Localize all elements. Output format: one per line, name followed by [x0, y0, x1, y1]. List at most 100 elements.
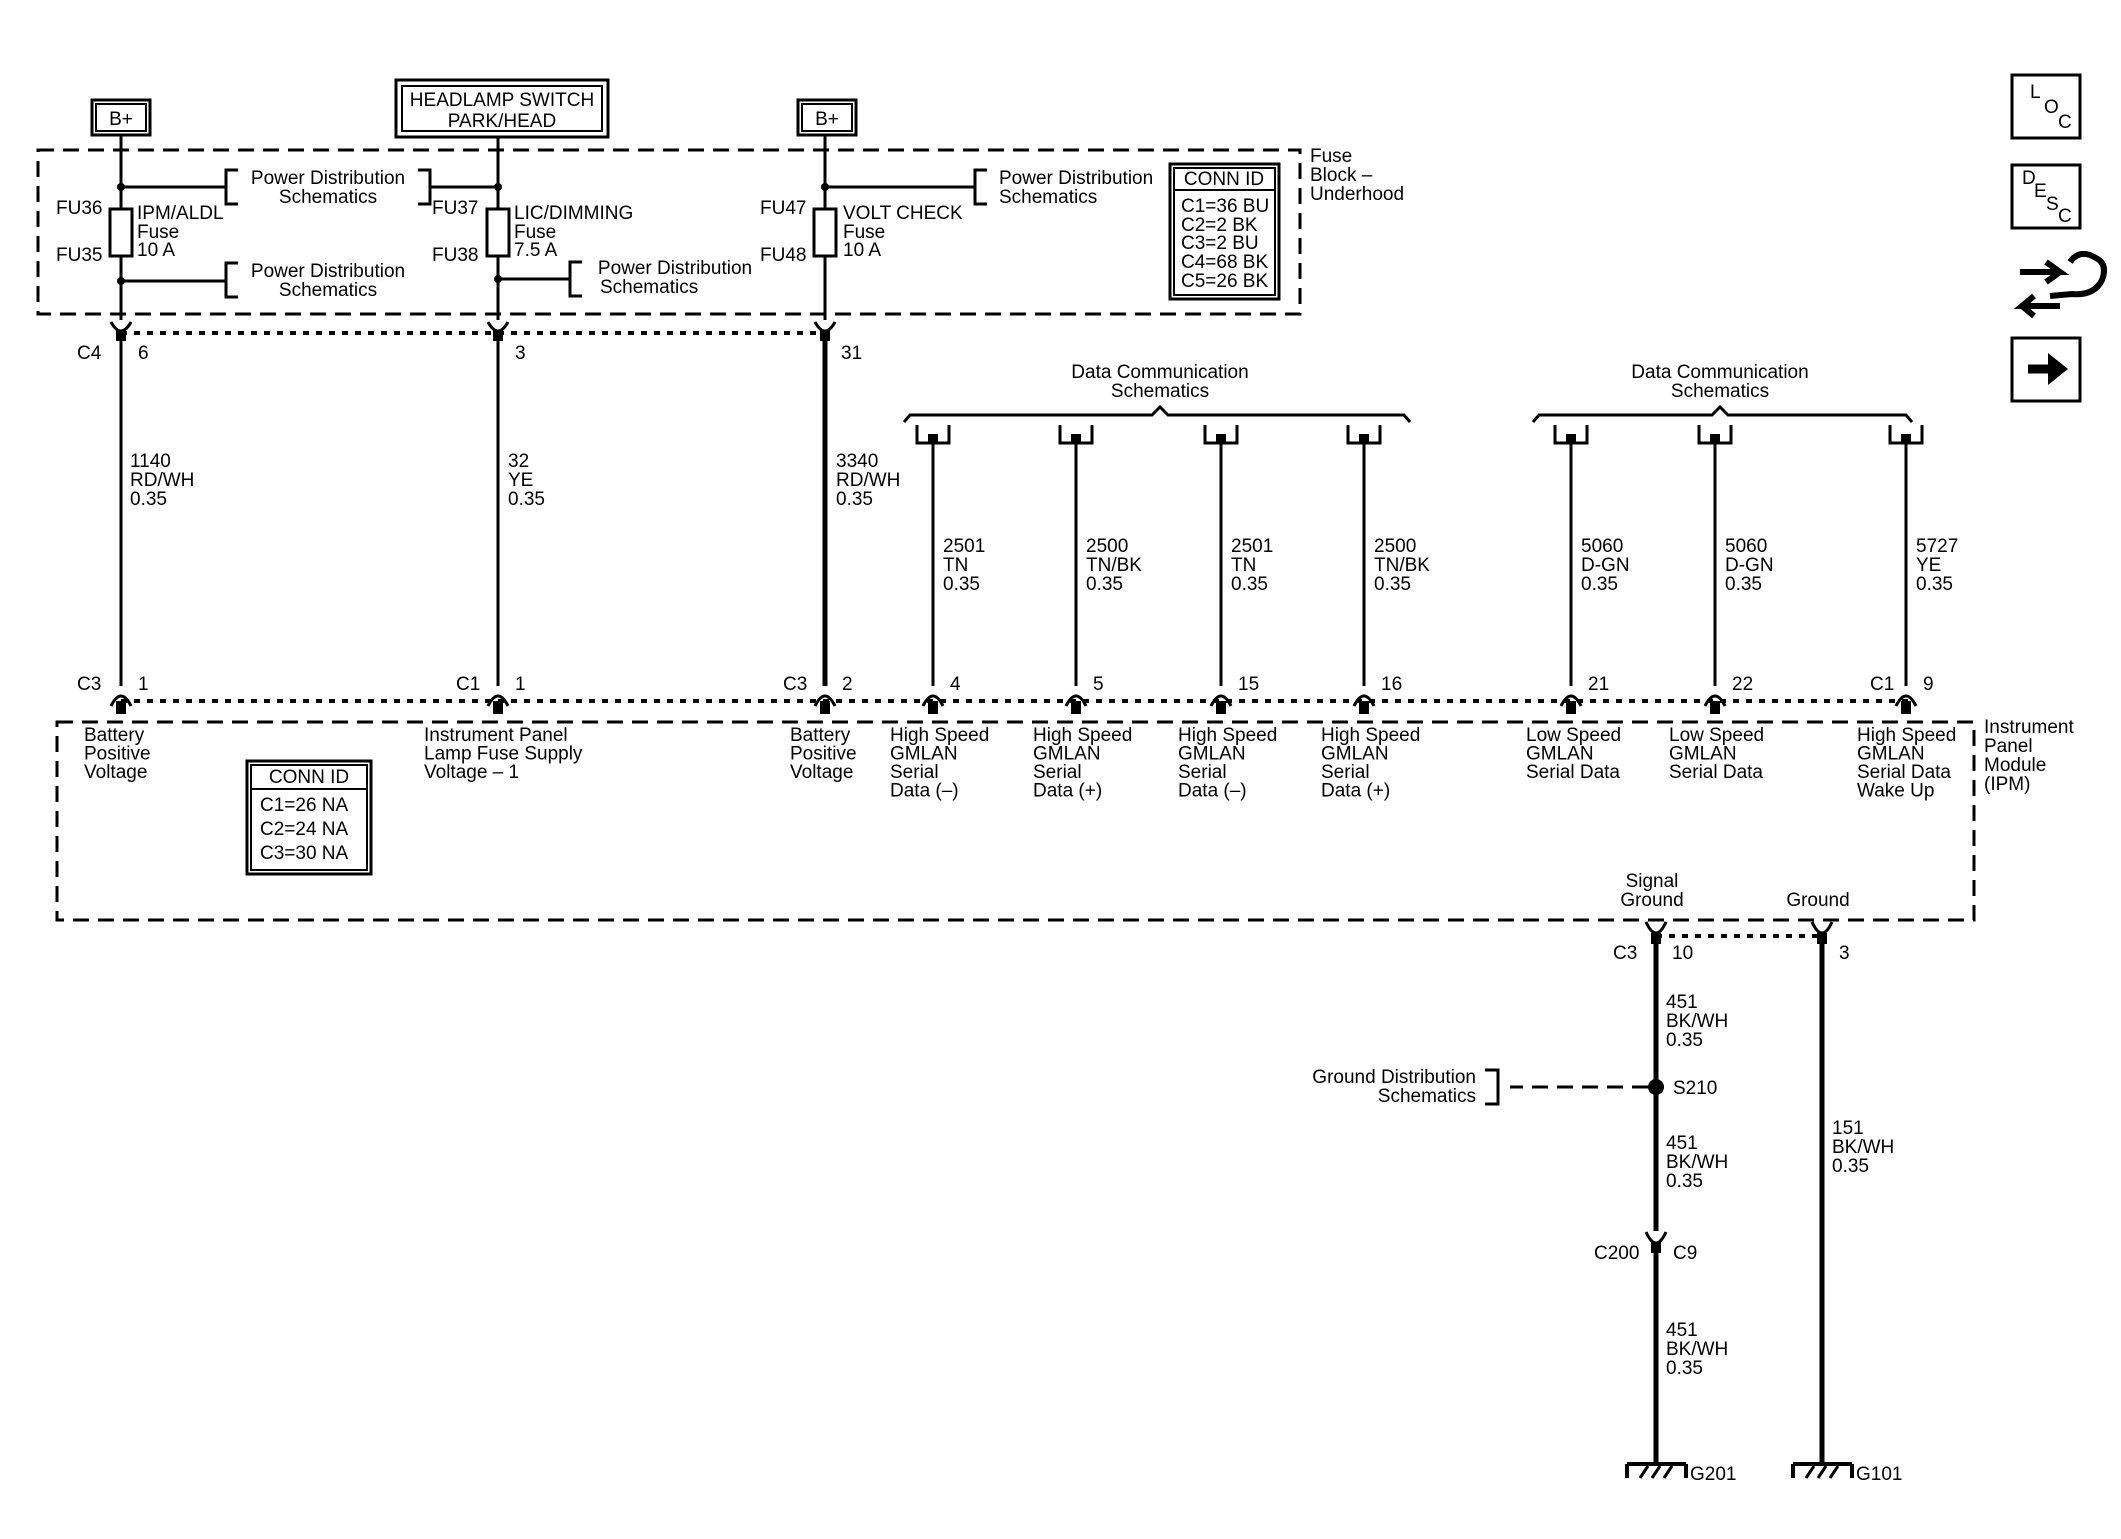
inline-c200-label: C200	[1594, 1243, 1639, 1264]
ipm-function-4-line2: GMLAN	[890, 744, 958, 765]
wire-451b-color: BK/WH	[1666, 1152, 1728, 1173]
data-comm-left-line1: Data Communication	[1071, 362, 1248, 383]
data-comm-ref-left[interactable]: Data Communication Schematics	[902, 362, 1412, 423]
fuse-block-conn-c5: C5=26 BK	[1181, 271, 1268, 292]
ipm-function-6-line2: GMLAN	[1178, 744, 1246, 765]
ipm-function-5-line4: Data (+)	[1033, 781, 1102, 802]
pdist-ref-5-line2: Schematics	[999, 187, 1097, 208]
ground-g201: G201	[1625, 1462, 1736, 1485]
headlamp-switch-box: HEADLAMP SWITCH PARK/HEAD	[394, 78, 610, 139]
data-wire-3-circuit: 2501	[1231, 536, 1273, 557]
data-wire-2-circuit: 2500	[1086, 536, 1128, 557]
ipm-connector-labels: C3 C1 C3 C1	[77, 674, 1894, 695]
headlamp-switch-line2: PARK/HEAD	[448, 111, 556, 132]
fuse-circuit-volt-check: FU47 FU48 VOLT CHECK Fuse 10 A	[760, 135, 975, 320]
wire-451c-gauge: 0.35	[1666, 1358, 1703, 1379]
ipm-conn-c3: C3=30 NA	[260, 843, 349, 864]
ipm-pin-number-2: 1	[515, 674, 526, 695]
data-comm-right-line2: Schematics	[1671, 381, 1769, 402]
pdist-ref-5[interactable]: Power Distribution Schematics	[973, 168, 1153, 208]
next-page-button[interactable]	[2010, 336, 2082, 403]
data-comm-ref-right[interactable]: Data Communication Schematics	[1531, 362, 1914, 423]
pdist-ref-4[interactable]: Power Distribution Schematics	[568, 258, 752, 298]
data-wires: 2501TN0.352500TN/BK0.352501TN0.352500TN/…	[915, 425, 1958, 686]
ipm-function-2-line2: Lamp Fuse Supply	[424, 744, 583, 765]
ipm-function-4-line3: Serial	[890, 762, 939, 783]
fuse-block-pin-3: 3	[515, 343, 526, 364]
signal-ground-line1: Signal	[1626, 871, 1679, 892]
desc-button[interactable]: D E S C	[2010, 163, 2082, 230]
fuse-lic-dimming-name: LIC/DIMMING	[514, 203, 633, 224]
ground-dist-line1: Ground Distribution	[1312, 1067, 1476, 1088]
ipm-function-9-line3: Serial Data	[1669, 762, 1763, 783]
ipm-function-1-line1: Battery	[84, 725, 145, 746]
headlamp-switch-line1: HEADLAMP SWITCH	[410, 90, 594, 111]
data-wire-6-gauge: 0.35	[1725, 574, 1762, 595]
ipm-pin-2: 1	[486, 674, 526, 714]
ipm-conn-c3-a: C3	[77, 674, 101, 695]
wire-451c-color: BK/WH	[1666, 1339, 1728, 1360]
ground-pin-10: 10	[1672, 943, 1693, 964]
wire-151-color: BK/WH	[1832, 1137, 1894, 1158]
fuse-volt-check-type: Fuse	[843, 222, 885, 243]
ipm-pin-number-10: 9	[1923, 674, 1934, 695]
bplus-right-box: B+	[796, 98, 858, 137]
ipm-conn-id-table: CONN ID C1=26 NA C2=24 NA C3=30 NA	[245, 759, 373, 876]
pdist-ref-1-line1: Power Distribution	[251, 168, 405, 189]
signal-ground-line2: Ground	[1620, 890, 1683, 911]
wiring-harness-icon[interactable]	[2013, 250, 2107, 319]
ipm-function-9-line2: GMLAN	[1669, 744, 1737, 765]
wire-3340-color: RD/WH	[836, 470, 900, 491]
ipm-function-10-line2: GMLAN	[1857, 744, 1925, 765]
ipm-pin-5: 5	[1064, 674, 1104, 714]
fuse-ipm-aldl-top-id: FU36	[56, 198, 102, 219]
pdist-ref-3[interactable]: Power Distribution Schematics	[224, 261, 405, 301]
data-wire-4-gauge: 0.35	[1374, 574, 1411, 595]
wire-1140-label: 1140 RD/WH 0.35	[130, 451, 194, 510]
fuse-lic-dimming-type: Fuse	[514, 222, 556, 243]
pdist-ref-1[interactable]: Power Distribution Schematics	[224, 168, 405, 208]
pdist-ref-2[interactable]	[418, 168, 432, 206]
bplus-left-label: B+	[109, 109, 133, 130]
data-wire-6-color: D-GN	[1725, 555, 1774, 576]
ground-g101: G101	[1791, 1462, 1902, 1485]
fuse-ipm-aldl-symbol	[108, 207, 134, 258]
data-wire-5-color: D-GN	[1581, 555, 1630, 576]
data-wire-2-color: TN/BK	[1086, 555, 1142, 576]
ipm-pin-number-6: 15	[1238, 674, 1259, 695]
ipm-function-5-line1: High Speed	[1033, 725, 1132, 746]
data-wire-7-color: YE	[1916, 555, 1941, 576]
wire-451a-circuit: 451	[1666, 992, 1698, 1013]
wire-1140-gauge: 0.35	[130, 489, 167, 510]
data-comm-left-line2: Schematics	[1111, 381, 1209, 402]
ipm-function-6-line1: High Speed	[1178, 725, 1277, 746]
fuse-block-conn-c1: C1=36 BU	[1181, 196, 1269, 217]
fuse-block-conn-c4: C4=68 BK	[1181, 252, 1268, 273]
loc-button[interactable]: L O C	[2010, 73, 2082, 140]
fuse-lic-dimming-rating: 7.5 A	[514, 240, 558, 261]
ipm-pin-number-7: 16	[1381, 674, 1402, 695]
pdist-ref-5-line1: Power Distribution	[999, 168, 1153, 189]
wire-3340-label: 3340 RD/WH 0.35	[836, 451, 900, 510]
wire-451b-label: 451 BK/WH 0.35	[1666, 1133, 1728, 1192]
fuse-block-conn-id-table: CONN ID C1=36 BU C2=2 BK C3=2 BU C4=68 B…	[1168, 162, 1281, 301]
ipm-function-8-line1: Low Speed	[1526, 725, 1621, 746]
data-wire-3-color: TN	[1231, 555, 1256, 576]
data-wire-7-gauge: 0.35	[1916, 574, 1953, 595]
ground-conn-c3: C3	[1613, 943, 1637, 964]
ground-dist-ref[interactable]: Ground Distribution Schematics	[1312, 1067, 1500, 1107]
ipm-function-6-line4: Data (–)	[1178, 781, 1247, 802]
fuse-lic-dimming-bottom-id: FU38	[432, 245, 478, 266]
bplus-right-label: B+	[815, 109, 839, 130]
wire-451c-label: 451 BK/WH 0.35	[1666, 1320, 1728, 1379]
ipm-pin-6: 15	[1209, 674, 1259, 714]
ipm-conn-c3-b: C3	[783, 674, 807, 695]
desc-letter-s: S	[2046, 194, 2059, 215]
pdist-ref-3-line2: Schematics	[279, 280, 377, 301]
fuse-volt-check-top-id: FU47	[760, 198, 806, 219]
desc-letter-e: E	[2034, 181, 2047, 202]
